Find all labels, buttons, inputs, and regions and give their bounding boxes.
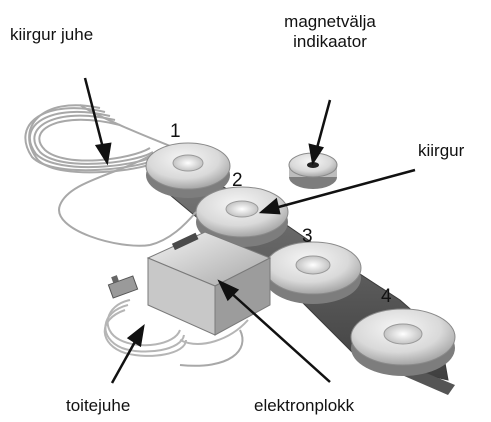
emitter-number-2: 2 xyxy=(232,170,243,192)
label-power-cord: toitejuhe xyxy=(66,396,130,416)
label-electronic-unit: elektronplokk xyxy=(254,396,354,416)
emitter-number-3: 3 xyxy=(302,226,313,248)
label-magnetic-indicator-line1: magnetvälja xyxy=(260,12,400,32)
label-emitter: kiirgur xyxy=(418,141,464,161)
emitter-pad-1 xyxy=(146,143,230,198)
label-magnetic-indicator: magnetvälja indikaator xyxy=(260,12,400,52)
emitter-number-4: 4 xyxy=(381,286,392,308)
label-magnetic-indicator-line2: indikaator xyxy=(260,32,400,52)
emitter-pad-3 xyxy=(265,242,361,304)
emitter-number-1: 1 xyxy=(170,121,181,143)
power-plug xyxy=(108,275,137,298)
emitter-pad-4 xyxy=(351,309,455,376)
label-emitter-cable: kiirgur juhe xyxy=(10,25,93,45)
